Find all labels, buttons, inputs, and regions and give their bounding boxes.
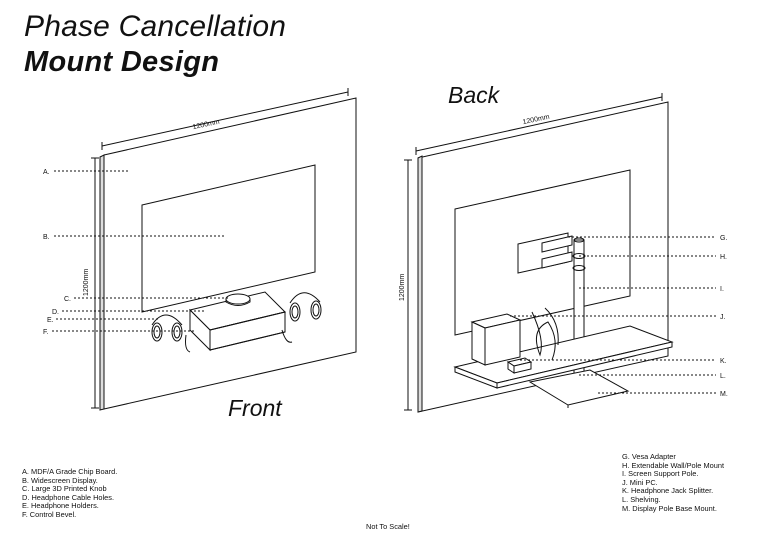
marker-l: L. [720,373,726,380]
marker-e: E. [47,317,54,324]
legend-left: A. MDF/A Grade Chip Board. B. Widescreen… [22,467,118,520]
legend-item-b: B. Widescreen Display. [22,475,98,485]
title-line-2: Mount Design [24,46,220,78]
marker-j: J. [720,314,726,321]
not-to-scale-note: Not To Scale! [366,522,410,531]
large-knob [225,293,251,305]
legend-item-d: D. Headphone Cable Holes. [22,492,115,502]
title-line-1: Phase Cancellation [24,10,287,43]
headphone-holder-left-2 [171,322,183,342]
legend-item-f: F. Control Bevel. [22,509,77,519]
front-view-drawing [52,88,357,411]
back-screen [454,169,631,336]
marker-i: I. [720,286,724,293]
legend-item-e: E. Headphone Holders. [22,501,99,511]
marker-b: B. [43,234,50,241]
marker-k: K. [720,358,727,365]
legend-item-i: I. Screen Support Pole. [622,469,699,479]
legend-item-a: A. MDF/A Grade Chip Board. [22,467,118,476]
front-view-label: Front [228,395,282,421]
marker-m: M. [720,391,728,398]
marker-a: A. [43,169,50,176]
front-screen [141,164,316,313]
legend-item-c: C. Large 3D Printed Knob [22,484,107,494]
pole-base-mount [528,369,630,406]
marker-f: F. [43,329,49,336]
legend-item-j: J. Mini PC. [622,477,658,487]
legend-right: G. Vesa Adapter H. Extendable Wall/Pole … [622,452,725,513]
back-view-label: Back [448,82,500,108]
back-board-edge [417,155,423,413]
headphone-holder-right-1 [289,302,301,322]
legend-item-m: M. Display Pole Base Mount. [622,503,717,513]
legend-item-k: K. Headphone Jack Splitter. [622,486,714,496]
legend-item-g: G. Vesa Adapter [622,452,676,461]
back-height-dim: 1200mm [399,274,406,301]
back-view-drawing [404,93,716,413]
marker-g: G. [720,235,727,242]
headphone-holder-right-2 [310,300,322,320]
marker-d: D. [52,309,59,316]
headphone-holder-left-1 [151,322,163,342]
legend-item-l: L. Shelving. [622,494,661,504]
marker-h: H. [720,254,727,261]
legend-item-h: H. Extendable Wall/Pole Mount [622,460,725,470]
marker-c: C. [64,296,71,303]
front-height-dim: 1200mm [83,269,90,296]
front-board-edge [99,154,105,411]
